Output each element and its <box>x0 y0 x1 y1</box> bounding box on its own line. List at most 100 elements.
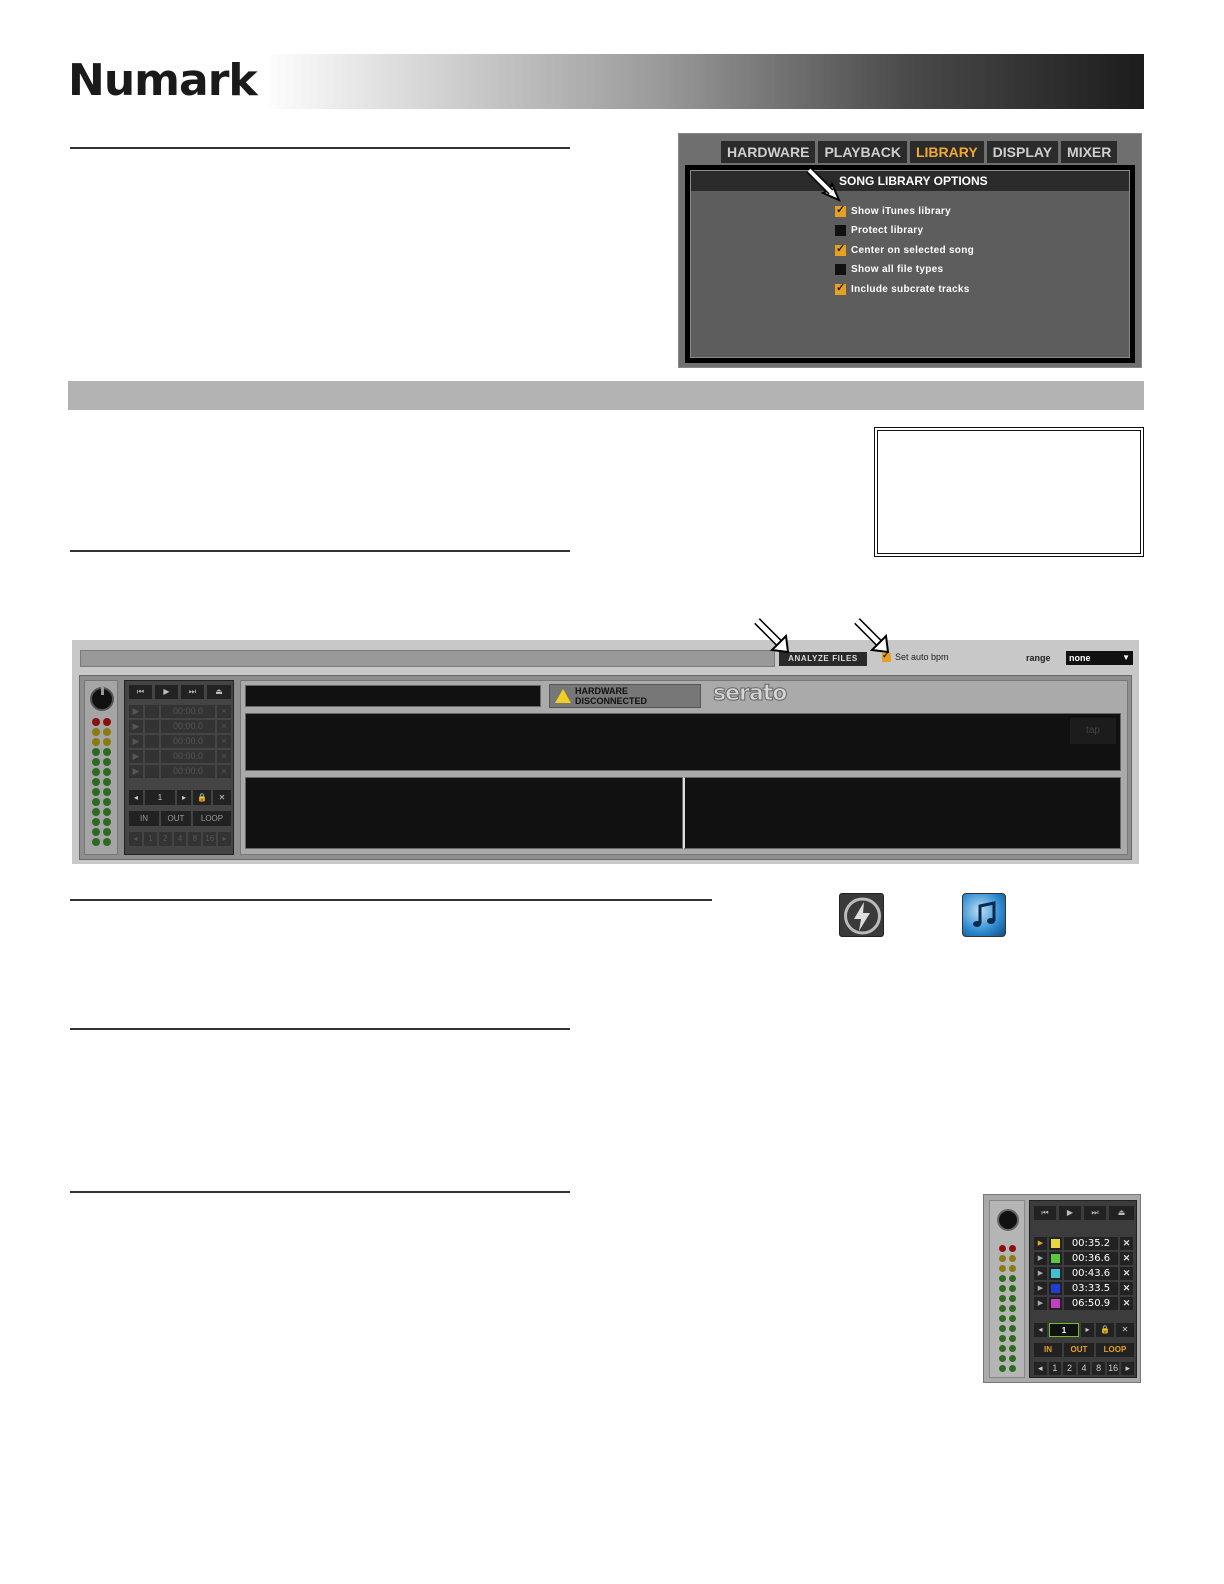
cue-delete-button[interactable]: ✕ <box>1120 1237 1133 1250</box>
led <box>1009 1255 1016 1262</box>
beats-next-button[interactable]: ▸ <box>1121 1362 1135 1375</box>
checkbox-unchecked[interactable] <box>835 225 846 236</box>
eject-button[interactable]: ⏏ <box>1109 1206 1134 1220</box>
prefs-tabs: HARDWARE PLAYBACK LIBRARY DISPLAY MIXER <box>721 141 1118 163</box>
cue-color <box>1049 1297 1062 1310</box>
option-protect-library[interactable]: Protect library <box>835 225 923 236</box>
serato-main-screen: ANALYZE FILES Set auto bpm range none ▼ <box>72 618 1139 864</box>
checkbox-checked[interactable] <box>882 650 891 662</box>
beat-2-button[interactable]: 2 <box>158 832 172 846</box>
cue-play-button[interactable]: ▶ <box>1034 1237 1047 1250</box>
tab-display[interactable]: DISPLAY <box>986 141 1059 163</box>
eject-button[interactable]: ⏏ <box>207 685 231 699</box>
cue-time: 00:00.0 <box>161 735 215 748</box>
tap-button[interactable]: tap <box>1070 718 1116 744</box>
set-auto-bpm-option[interactable]: Set auto bpm <box>882 650 949 662</box>
loop-next-button[interactable]: ▸ <box>177 790 191 805</box>
cue-delete-button[interactable]: ✕ <box>1120 1267 1133 1280</box>
track-overview-right[interactable] <box>683 777 1121 849</box>
cue-color <box>145 750 159 763</box>
beat-1-button[interactable]: 1 <box>143 832 157 846</box>
loop-button[interactable]: LOOP <box>1096 1343 1134 1357</box>
chevron-down-icon: ▼ <box>1122 653 1130 662</box>
beat-16-button[interactable]: 16 <box>203 832 217 846</box>
play-button[interactable]: ▶ <box>1059 1206 1081 1220</box>
loop-in-button[interactable]: IN <box>1034 1343 1062 1357</box>
loop-prev-button[interactable]: ◂ <box>1034 1323 1047 1337</box>
led <box>92 828 100 836</box>
led <box>999 1355 1006 1362</box>
track-display-area: HARDWARE DISCONNECTED serato tap <box>240 680 1128 855</box>
cue-color <box>145 735 159 748</box>
cue-play-button[interactable]: ▶ <box>1034 1282 1047 1295</box>
checkbox-checked[interactable] <box>835 281 846 295</box>
beat-2-button[interactable]: 2 <box>1063 1362 1076 1375</box>
beat-8-button[interactable]: 8 <box>1092 1362 1105 1375</box>
tab-mixer[interactable]: MIXER <box>1061 141 1118 163</box>
cue-time: 00:36.6 <box>1064 1252 1118 1265</box>
lock-icon[interactable]: 🔒 <box>1096 1323 1114 1337</box>
loop-out-button[interactable]: OUT <box>161 811 191 826</box>
loop-button[interactable]: LOOP <box>193 811 231 826</box>
beat-8-button[interactable]: 8 <box>188 832 202 846</box>
previous-track-button[interactable]: ⏮ <box>1034 1206 1056 1220</box>
loop-out-button[interactable]: OUT <box>1064 1343 1094 1357</box>
cue-play-button[interactable]: ▶ <box>1034 1267 1047 1280</box>
note-box <box>874 427 1144 557</box>
checkbox-checked[interactable] <box>835 203 846 217</box>
beats-next-button[interactable]: ▸ <box>218 832 232 846</box>
cue-play-button[interactable]: ▶ <box>129 735 143 748</box>
loop-next-button[interactable]: ▸ <box>1081 1323 1094 1337</box>
tab-playback[interactable]: PLAYBACK <box>818 141 907 163</box>
track-overview-left[interactable] <box>245 777 683 849</box>
option-show-itunes[interactable]: Show iTunes library <box>835 203 951 217</box>
checkbox-checked[interactable] <box>835 242 846 256</box>
tab-library[interactable]: LIBRARY <box>909 141 984 163</box>
loop-prev-button[interactable]: ◂ <box>129 790 143 805</box>
tab-hardware[interactable]: HARDWARE <box>721 141 816 163</box>
cue-play-button[interactable]: ▶ <box>129 720 143 733</box>
cue-play-button[interactable]: ▶ <box>129 765 143 778</box>
close-icon[interactable]: ✕ <box>1116 1323 1134 1337</box>
option-center-selected[interactable]: Center on selected song <box>835 242 974 256</box>
cue-play-button[interactable]: ▶ <box>1034 1297 1047 1310</box>
previous-track-button[interactable]: ⏮ <box>129 685 152 699</box>
range-select[interactable]: none ▼ <box>1066 651 1133 665</box>
cue-delete-button[interactable]: × <box>217 750 231 763</box>
gain-knob[interactable] <box>997 1209 1019 1231</box>
cue-delete-button[interactable]: ✕ <box>1120 1282 1133 1295</box>
play-button[interactable]: ▶ <box>155 685 178 699</box>
beats-prev-button[interactable]: ◂ <box>129 832 142 846</box>
next-track-button[interactable]: ⏭ <box>1084 1206 1106 1220</box>
lock-icon[interactable]: 🔒 <box>193 790 211 805</box>
loop-in-button[interactable]: IN <box>129 811 159 826</box>
cue-play-button[interactable]: ▶ <box>129 750 143 763</box>
cue-delete-button[interactable]: × <box>217 735 231 748</box>
cue-delete-button[interactable]: × <box>217 765 231 778</box>
hardware-status-badge: HARDWARE DISCONNECTED <box>549 684 701 708</box>
cue-delete-button[interactable]: ✕ <box>1120 1252 1133 1265</box>
deck-controls: ⏮ ▶ ⏭ ⏏ ▶ 00:35.2 ✕ ▶ 00:36.6 ✕ ▶ 00:43.… <box>1029 1200 1137 1378</box>
gain-knob[interactable] <box>90 686 114 711</box>
cue-delete-button[interactable]: × <box>217 720 231 733</box>
cue-play-button[interactable]: ▶ <box>1034 1252 1047 1265</box>
beat-16-button[interactable]: 16 <box>1106 1362 1120 1375</box>
checkbox-unchecked[interactable] <box>835 264 846 275</box>
beats-prev-button[interactable]: ◂ <box>1034 1362 1047 1375</box>
cue-delete-button[interactable]: ✕ <box>1120 1297 1133 1310</box>
cue-time: 00:00.0 <box>161 750 215 763</box>
cue-delete-button[interactable]: × <box>217 705 231 718</box>
waveform-display[interactable]: tap <box>245 713 1121 771</box>
cue-row: ▶ 00:00.0× <box>129 735 231 748</box>
cue-play-button[interactable]: ▶ <box>129 705 143 718</box>
option-show-all-file-types[interactable]: Show all file types <box>835 264 943 275</box>
beat-4-button[interactable]: 4 <box>1077 1362 1091 1375</box>
cue-time: 00:00.0 <box>161 720 215 733</box>
close-icon[interactable]: ✕ <box>213 790 231 805</box>
option-include-subcrate[interactable]: Include subcrate tracks <box>835 281 970 295</box>
beat-4-button[interactable]: 4 <box>173 832 187 846</box>
led <box>1009 1295 1016 1302</box>
next-track-button[interactable]: ⏭ <box>181 685 204 699</box>
analyze-files-button[interactable]: ANALYZE FILES <box>779 652 867 666</box>
beat-1-button[interactable]: 1 <box>1048 1362 1062 1375</box>
